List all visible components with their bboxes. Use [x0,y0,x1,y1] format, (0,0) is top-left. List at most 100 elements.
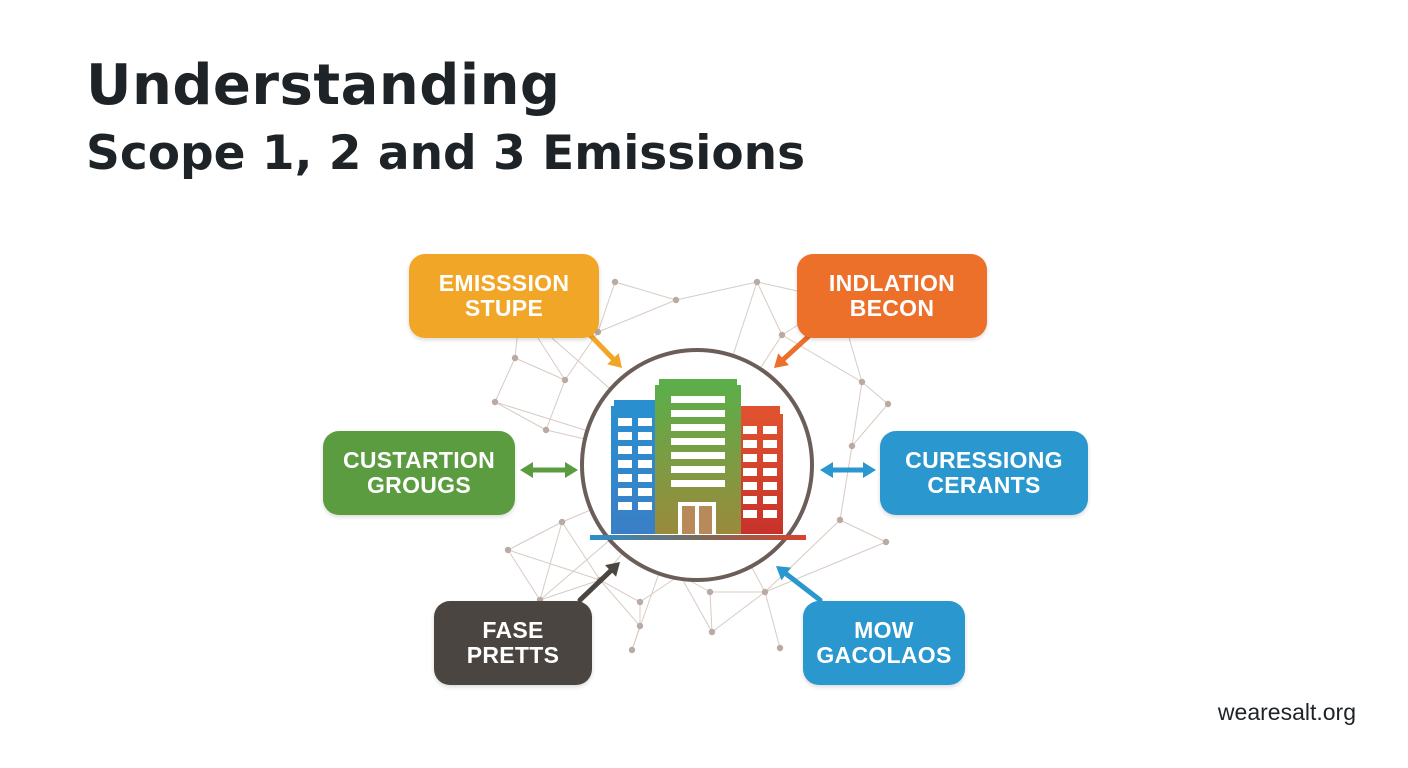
node-label-line1: CURESSIONG [905,447,1063,474]
building-window [638,460,652,468]
building-window [743,468,757,476]
network-link [507,521,563,551]
building-window [618,502,632,510]
building-window [763,468,777,476]
network-link [545,379,566,431]
building-window [671,396,725,403]
node-label-line2: GACOLAOS [816,642,952,668]
node-label-line2: PRETTS [466,642,560,668]
network-link [750,566,766,593]
node-label-line1: FASE [482,617,544,644]
network-link [494,401,588,432]
node-curessiong-cerants: CURESSIONG CERANTS [880,431,1088,515]
network-link [599,579,641,603]
network-node [706,588,714,596]
title-block: Understanding Scope 1, 2 and 3 Emissions [86,53,806,181]
page-title: Understanding [86,53,561,118]
building-window [618,446,632,454]
building-window [743,496,757,504]
building-window [618,418,632,426]
building-window [638,474,652,482]
building-window [671,438,725,445]
building-window [671,452,725,459]
network-link [675,281,758,301]
office-building-icon [590,379,806,540]
building-window [671,480,725,487]
building-window [743,510,757,518]
network-link [494,401,547,431]
network-link [851,381,863,447]
network-node [753,278,761,286]
arrow-head [820,462,833,478]
node-label-line2: BECON [849,295,935,321]
network-node [561,376,569,384]
network-link [711,591,766,633]
arrow-head [863,462,876,478]
network-link [861,381,889,405]
footer-url[interactable]: wearesalt.org [1217,699,1356,725]
building-window [763,496,777,504]
building-window [743,440,757,448]
network-link [839,519,887,543]
arrow-head [607,353,622,368]
node-label-line1: EMISSSION [438,270,570,297]
arrow-head [605,562,620,577]
node-label-line1: MOW [854,617,914,644]
network-link [839,445,853,521]
network-link [539,579,601,601]
page-subtitle: Scope 1, 2 and 3 Emissions [86,126,806,181]
node-label-line1: INDLATION [828,270,956,297]
network-node [882,538,890,546]
node-label-line2: CERANTS [927,472,1041,498]
arrow-shaft [577,567,615,603]
network-node [611,278,619,286]
network-node [836,516,844,524]
network-link [764,541,887,593]
node-mow-gacolaos: MOW GACOLAOS [803,601,965,685]
network-node [778,331,786,339]
network-link [851,403,889,447]
building-window [618,432,632,440]
arrow-shaft [587,332,617,363]
network-link [539,539,611,601]
network-node [542,426,550,434]
building-window [763,426,777,434]
node-label-line2: STUPE [464,295,544,321]
network-link [781,334,863,383]
connector-arrows [520,332,876,603]
network-link [709,591,713,633]
network-node [776,644,784,652]
network-link [599,579,641,627]
building-window [638,446,652,454]
network-link [494,357,516,403]
building-window [671,410,725,417]
building-window [763,510,777,518]
arrow-head [520,462,533,478]
network-link [759,334,783,370]
building-window [743,454,757,462]
arrow-shaft [782,570,823,603]
arrow-head [774,353,789,368]
network-node [761,588,769,596]
network-link [614,281,677,301]
network-node [511,354,519,362]
node-custartion-grougs: CUSTARTION GROUGS [323,431,515,515]
node-emission-stupe: EMISSSION STUPE [409,254,599,338]
network-link [631,573,660,651]
building-window [763,454,777,462]
network-node [848,442,856,450]
network-link [539,521,563,601]
building-window [763,440,777,448]
network-node [858,378,866,386]
network-node [636,622,644,630]
building-window [638,488,652,496]
building-window [618,474,632,482]
building-window [618,460,632,468]
building-window [638,502,652,510]
node-indlation-becon: INDLATION BECON [797,254,987,338]
network-link [507,549,601,581]
network-node [558,518,566,526]
building-window [618,488,632,496]
building-window [638,418,652,426]
